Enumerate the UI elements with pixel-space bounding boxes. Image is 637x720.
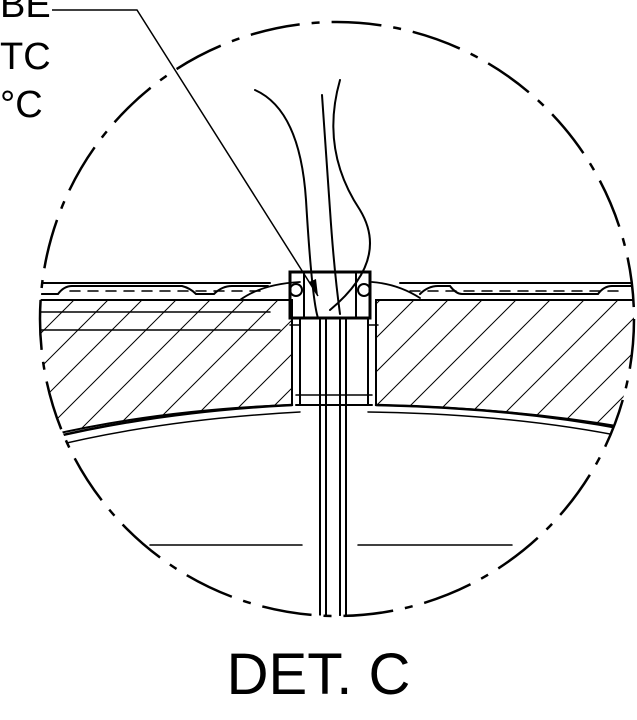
detail-title: DET. C: [226, 642, 411, 707]
cable-lead-right-flare: [371, 281, 421, 299]
detail-boundary-circle: [38, 20, 636, 618]
shell-plate-left: [40, 282, 293, 301]
cable-lead-1: [254, 89, 319, 319]
callout-line-3: °C: [0, 84, 43, 126]
fitting-sleeve: [291, 299, 377, 406]
hatch-inner-line: [40, 311, 281, 331]
hatched-section-left: [40, 299, 293, 442]
leader-arrowhead: [309, 279, 318, 296]
callout-line-2: TC: [0, 36, 51, 78]
gasket-left: [289, 283, 303, 297]
fitting-steps: [289, 324, 379, 396]
inner-curve-right: [367, 411, 634, 441]
cable-lead-2: [329, 79, 371, 311]
hatched-section-right: [375, 299, 634, 432]
cable-lead-left-flare: [239, 281, 301, 301]
gasket-right: [357, 283, 371, 297]
cable-lead-3: [321, 94, 341, 315]
callout-line-1: BE: [0, 0, 51, 26]
fitting-inner: [303, 271, 357, 319]
shell-plate-right: [375, 282, 634, 301]
lower-curve-right: [374, 403, 634, 434]
leader-line: [52, 9, 319, 297]
thermowell-tube: [319, 317, 347, 616]
